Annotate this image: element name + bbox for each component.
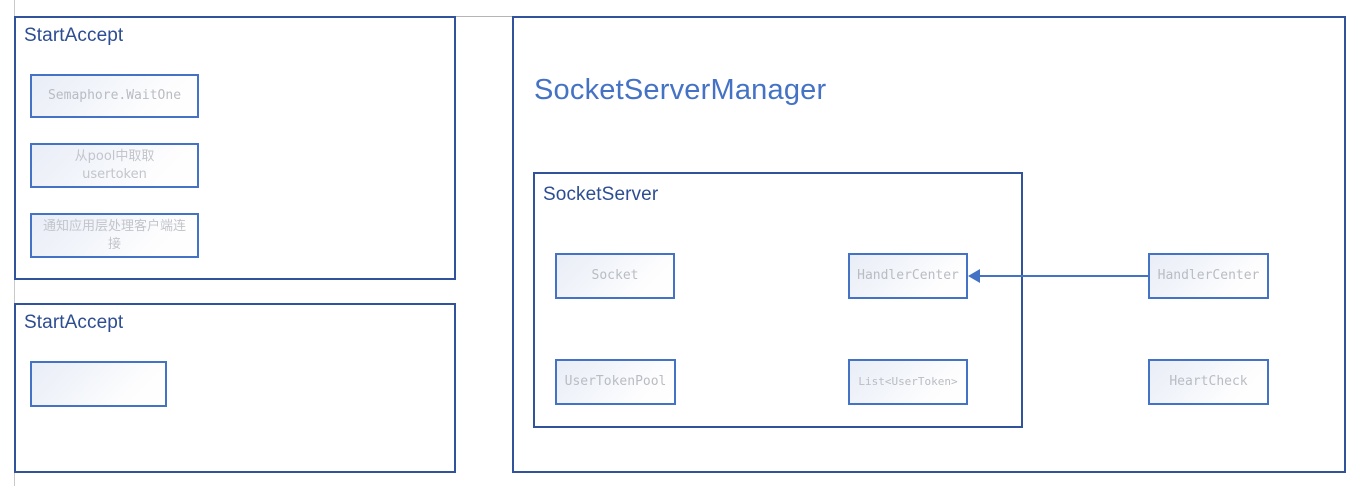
node-handler-center-inner[interactable]: HandlerCenter bbox=[848, 253, 968, 299]
panel-title-start-accept-2: StartAccept bbox=[24, 312, 124, 333]
node-user-token-pool[interactable]: UserTokenPool bbox=[555, 359, 676, 405]
connector-handler-center-arrowhead bbox=[968, 269, 980, 283]
node-take-usertoken-from-pool[interactable]: 从pool中取取 usertoken bbox=[30, 143, 199, 188]
panel-title-socket-server-manager: SocketServerManager bbox=[534, 74, 827, 106]
node-heart-check[interactable]: HeartCheck bbox=[1148, 359, 1269, 405]
subpanel-title-socket-server: SocketServer bbox=[543, 184, 659, 205]
node-handler-center-outer[interactable]: HandlerCenter bbox=[1148, 253, 1269, 299]
connector-handler-center-line bbox=[980, 275, 1148, 277]
node-notify-app-layer-handle-client[interactable]: 通知应用层处理客户端连 接 bbox=[30, 213, 199, 258]
panel-title-start-accept-1: StartAccept bbox=[24, 25, 124, 46]
page-guide-top bbox=[452, 16, 514, 17]
node-list-usertoken[interactable]: List<UserToken> bbox=[848, 359, 968, 405]
node-semaphore-waitone[interactable]: Semaphore.WaitOne bbox=[30, 74, 199, 118]
node-socket[interactable]: Socket bbox=[555, 253, 675, 299]
node-empty-placeholder[interactable] bbox=[30, 361, 167, 407]
